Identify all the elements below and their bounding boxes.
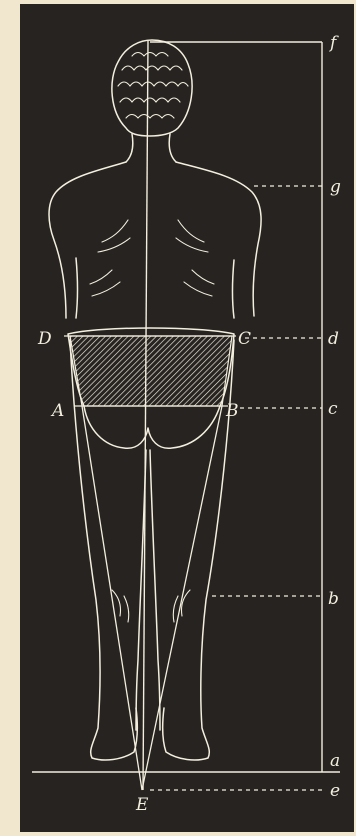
label-e: e xyxy=(330,781,340,801)
label-A: A xyxy=(50,401,64,421)
label-B: B xyxy=(225,401,239,421)
plate-background xyxy=(20,4,354,832)
label-g: g xyxy=(330,177,341,197)
label-b: b xyxy=(328,589,339,609)
hatched-pelvis-region xyxy=(70,336,232,406)
label-a: a xyxy=(330,751,340,771)
label-c: c xyxy=(328,399,338,419)
label-d: d xyxy=(328,329,339,349)
label-E: E xyxy=(135,795,149,815)
label-D: D xyxy=(37,329,52,349)
label-C: C xyxy=(238,329,251,349)
